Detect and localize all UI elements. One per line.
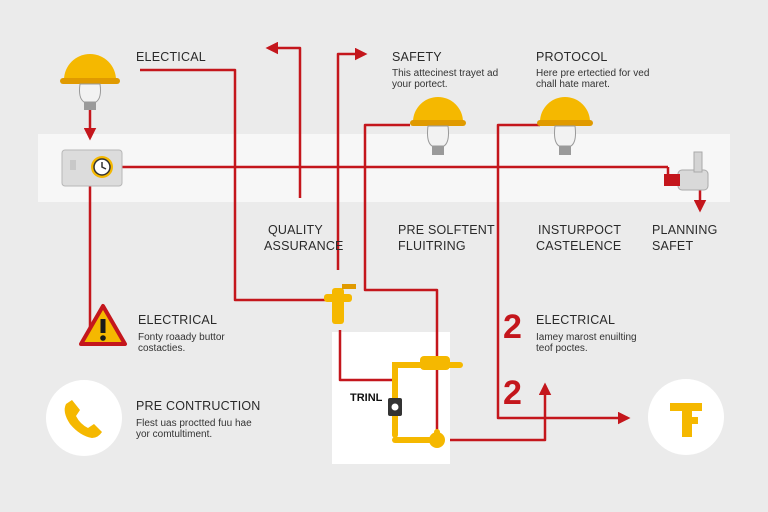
hardhat-bulb-icon-electrical — [60, 54, 120, 110]
label-electrical-left: ELECTRICAL — [138, 313, 218, 327]
protocol-subtext-1: Here pre ertectied for ved — [536, 68, 650, 79]
label-pre-contruction: PRE CONTRUCTION — [136, 399, 261, 413]
wire-electical-route — [140, 68, 330, 302]
wire-valve-box — [338, 330, 395, 382]
label-electrical-right: ELECTRICAL — [536, 313, 616, 327]
label-assurance: ASSURANCE — [264, 239, 344, 253]
f-tool-icon — [648, 379, 724, 455]
precon-subtext-2: yor comtultiment. — [136, 429, 213, 440]
pipe-valve-icon — [420, 356, 450, 370]
wire-protocol-route — [496, 123, 631, 425]
hardhat-bulb-icon-protocol — [537, 97, 593, 155]
step-number-2: 2 — [503, 374, 522, 412]
safety-subtext-1: This attecinest trayet ad — [392, 68, 499, 79]
wire-quality-top — [265, 41, 302, 198]
wire-quality-down — [336, 47, 368, 270]
label-insturpoct: INSTURPOCT — [538, 223, 622, 237]
electrical-right-subtext-1: Iamey marost enuilting — [536, 332, 637, 343]
faucet-icon[interactable] — [664, 151, 709, 191]
wire-group — [83, 41, 707, 442]
label-trinl: TRINL — [350, 392, 383, 404]
safety-subtext-2: your portect. — [392, 79, 448, 90]
pipe-joint-icon — [429, 432, 445, 448]
label-electrical-top: ELECTICAL — [136, 50, 206, 64]
label-safety: SAFETY — [392, 50, 442, 64]
electrical-left-subtext-2: costacties. — [138, 343, 186, 354]
wire-safety-route — [363, 123, 439, 430]
electrical-left-subtext-1: Fonty roaady buttor — [138, 332, 225, 343]
label-fluitring: FLUITRING — [398, 239, 466, 253]
phone-icon[interactable] — [46, 380, 122, 456]
label-pre-solftent: PRE SOLFTENT — [398, 223, 495, 237]
label-castelence: CASTELENCE — [536, 239, 622, 253]
valve-icon[interactable] — [324, 284, 356, 324]
label-planning: PLANNING — [652, 223, 718, 237]
wire-box-right — [450, 382, 552, 442]
electrical-right-subtext-2: teof poctes. — [536, 343, 588, 354]
hardhat-bulb-icon-safety — [410, 97, 466, 155]
protocol-subtext-2: chall hate maret. — [536, 79, 610, 90]
warning-triangle-icon — [79, 304, 127, 346]
step-number-1: 2 — [503, 308, 522, 346]
label-protocol: PROTOCOL — [536, 50, 608, 64]
label-safet: SAFET — [652, 239, 694, 253]
timer-switch-icon[interactable] — [61, 149, 123, 187]
precon-subtext-1: Flest uas proctted fuu hae — [136, 418, 252, 429]
label-quality: QUALITY — [268, 223, 323, 237]
